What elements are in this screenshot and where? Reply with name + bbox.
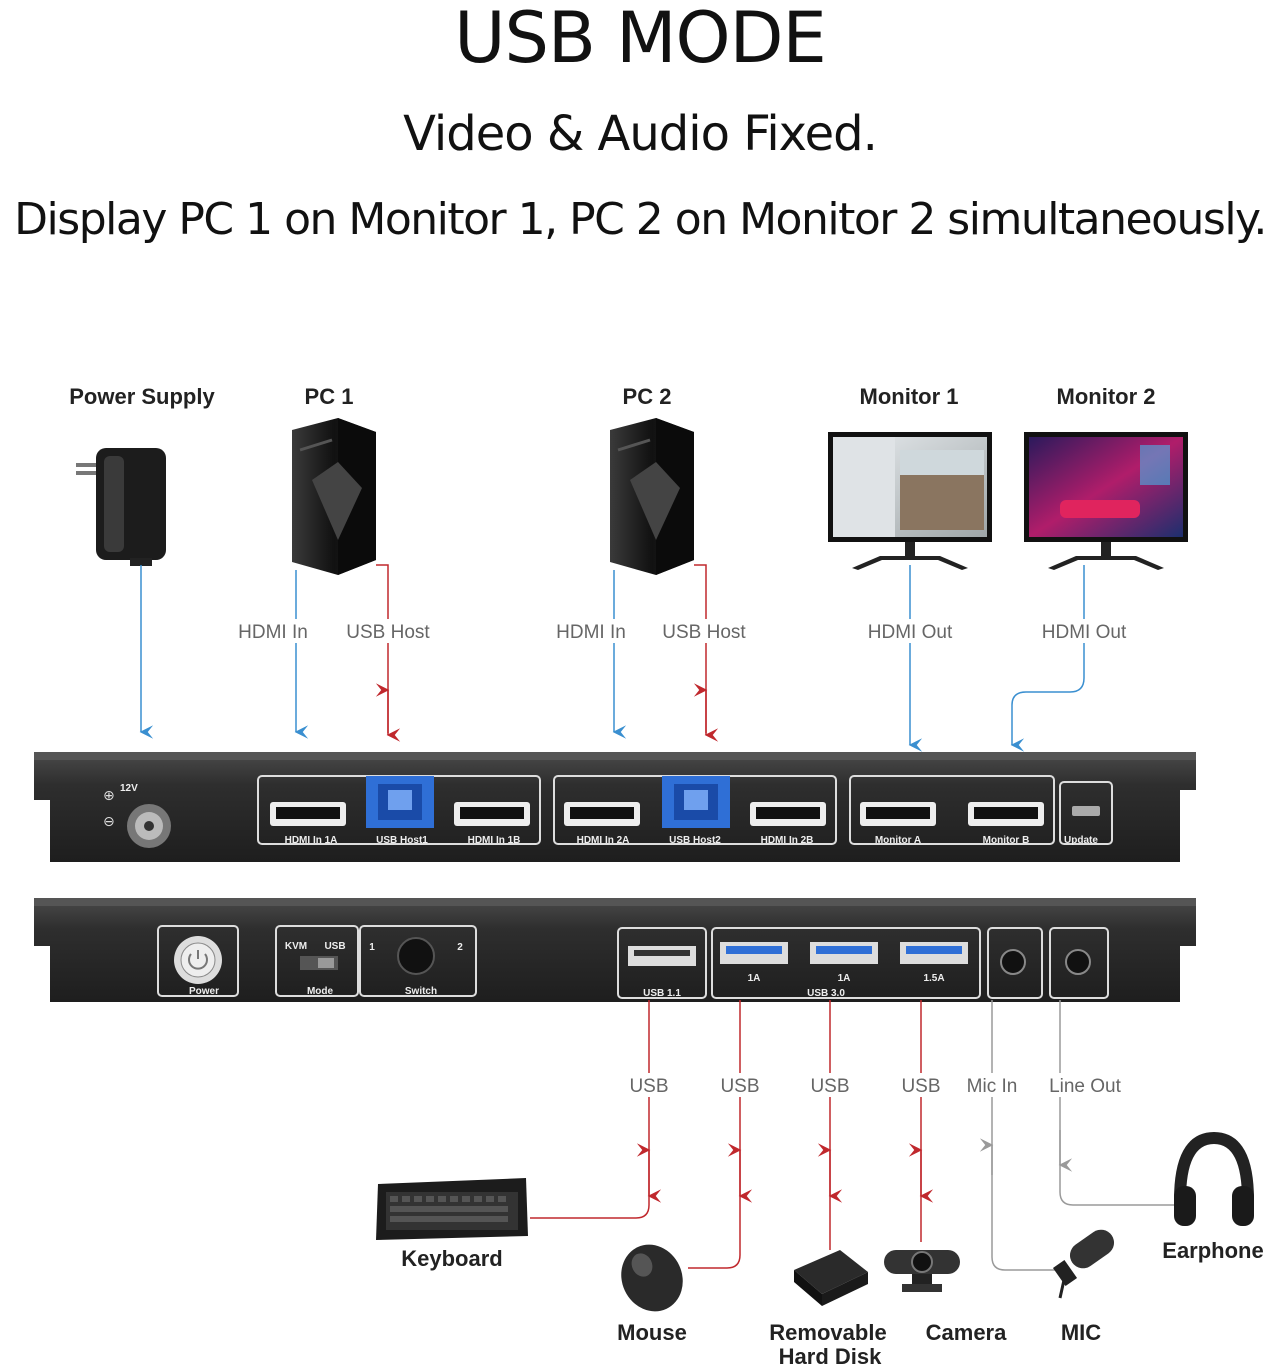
page-description: Display PC 1 on Monitor 1, PC 2 on Monit… [14, 194, 1267, 245]
pc1-usb-line [376, 564, 389, 733]
polarity-icon: ⊕ [103, 787, 115, 803]
mouse-icon [621, 1244, 683, 1312]
pc2-tower-icon [610, 418, 694, 575]
disk-label-line1: Removable [769, 1320, 886, 1345]
camera-icon [884, 1250, 960, 1292]
switch-label: Switch [405, 986, 437, 997]
line-out-line [1059, 1000, 1180, 1206]
keyboard-icon [376, 1178, 528, 1240]
pc2-usb-line [694, 564, 707, 733]
switch-knob-icon [397, 937, 435, 975]
usb-camera-label: USB [901, 1076, 940, 1097]
headphone-jack-icon [1065, 949, 1091, 975]
pc2-label: PC 2 [623, 384, 672, 409]
page-title: USB MODE [454, 0, 827, 79]
mic-in-label: Mic In [967, 1076, 1018, 1097]
switch-2-label: 2 [457, 942, 463, 953]
pc2-usb-host-label: USB Host [662, 622, 746, 643]
page-subtitle: Video & Audio Fixed. [403, 106, 878, 162]
mic-label: MIC [1061, 1320, 1101, 1345]
keyboard-line [530, 1140, 650, 1219]
headphones-icon [1174, 1131, 1254, 1226]
mouse-line [688, 1140, 741, 1269]
power-supply-label: Power Supply [69, 384, 215, 409]
hdmi-2b-label: HDMI In 2B [761, 835, 814, 846]
disk-label-line2: Hard Disk [779, 1344, 882, 1369]
keyboard-label: Keyboard [401, 1246, 502, 1271]
power-button-label: Power [189, 986, 219, 997]
mon2-hdmi-line [1010, 565, 1085, 752]
usb-mouse-label: USB [720, 1076, 759, 1097]
mouse-label: Mouse [617, 1320, 687, 1345]
mon1-hdmi-out-label: HDMI Out [868, 622, 953, 643]
update-port-icon [1072, 806, 1100, 816]
power-in-label: 12V [120, 783, 138, 794]
microphone-icon [1052, 1229, 1115, 1299]
camera-label: Camera [926, 1320, 1007, 1345]
monitor1-label: Monitor 1 [860, 384, 959, 409]
port2-current-label: 1A [838, 973, 851, 984]
port3-current-label: 1.5A [923, 973, 944, 984]
rear-panel: 12V ⊕ ⊖ HDMI In 1A USB Host1 HDMI In 1B … [34, 752, 1196, 862]
switch-1-label: 1 [369, 942, 375, 953]
monitor2-label: Monitor 2 [1057, 384, 1156, 409]
pc2-hdmi-in-label: HDMI In [556, 622, 626, 643]
pc1-hdmi-in-label: HDMI In [238, 622, 308, 643]
monitor-b-label: Monitor B [983, 835, 1030, 846]
mic-jack-icon [1000, 949, 1026, 975]
port1-current-label: 1A [748, 973, 761, 984]
earphone-label: Earphone [1162, 1238, 1263, 1263]
usb11-label: USB 1.1 [643, 988, 681, 999]
monitor1-icon [828, 432, 992, 570]
mode-label: Mode [307, 986, 334, 997]
pc1-tower-icon [292, 418, 376, 575]
usb30-label: USB 3.0 [807, 988, 845, 999]
hdmi-2a-label: HDMI In 2A [577, 835, 630, 846]
hdmi-1b-label: HDMI In 1B [468, 835, 521, 846]
line-out-label: Line Out [1049, 1076, 1122, 1097]
power-adapter-icon [76, 448, 166, 566]
usb-host2-label: USB Host2 [669, 835, 721, 846]
front-panel: Power KVM USB Mode 1 2 Switch USB 1.1 1A… [34, 898, 1196, 1002]
hdmi-1a-label: HDMI In 1A [285, 835, 338, 846]
mic-line [991, 1000, 1064, 1271]
update-label: Update [1064, 835, 1098, 846]
usb-keyboard-label: USB [629, 1076, 668, 1097]
usb-disk-label: USB [810, 1076, 849, 1097]
monitor2-icon [1024, 432, 1188, 570]
mode-usb-label: USB [324, 941, 345, 952]
monitor-a-label: Monitor A [875, 835, 921, 846]
mode-kvm-label: KVM [285, 941, 307, 952]
hard-disk-icon [794, 1250, 868, 1306]
pc1-usb-host-label: USB Host [346, 622, 430, 643]
svg-text:⊖: ⊖ [103, 813, 115, 829]
pc1-label: PC 1 [305, 384, 354, 409]
mon2-hdmi-out-label: HDMI Out [1042, 622, 1127, 643]
usb-host1-label: USB Host1 [376, 835, 428, 846]
